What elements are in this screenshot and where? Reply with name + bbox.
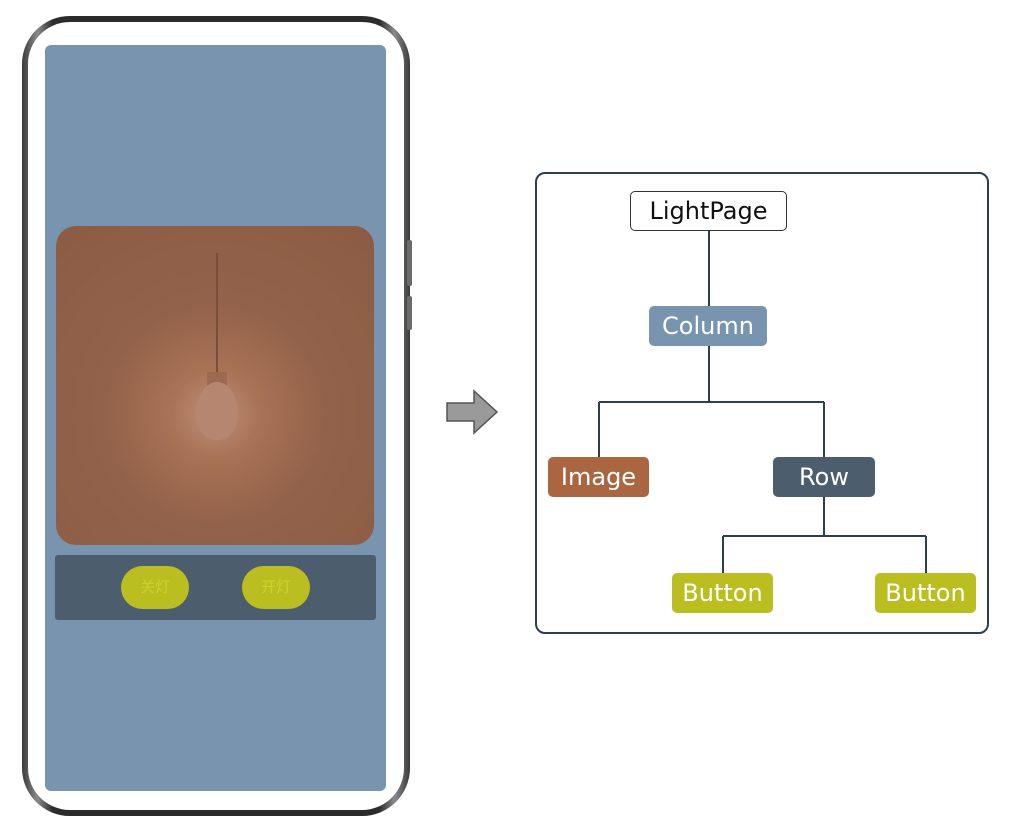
node-button-right: Button [875,573,976,613]
lightbulb-icon [196,382,238,440]
button-row: 关灯 开灯 [55,555,376,620]
node-row: Row [773,457,875,497]
node-button-left: Button [672,573,773,613]
power-button [407,296,412,330]
phone-screen: 关灯 开灯 [45,45,386,791]
volume-button [407,240,412,286]
bulb-wire [216,253,218,373]
node-column: Column [649,306,767,346]
node-image: Image [548,457,649,497]
node-lightpage: LightPage [630,191,787,231]
right-arrow-icon [446,389,499,435]
light-on-button[interactable]: 开灯 [242,566,310,609]
light-image [56,226,374,545]
light-off-button[interactable]: 关灯 [121,566,189,609]
component-tree-frame [535,172,989,634]
